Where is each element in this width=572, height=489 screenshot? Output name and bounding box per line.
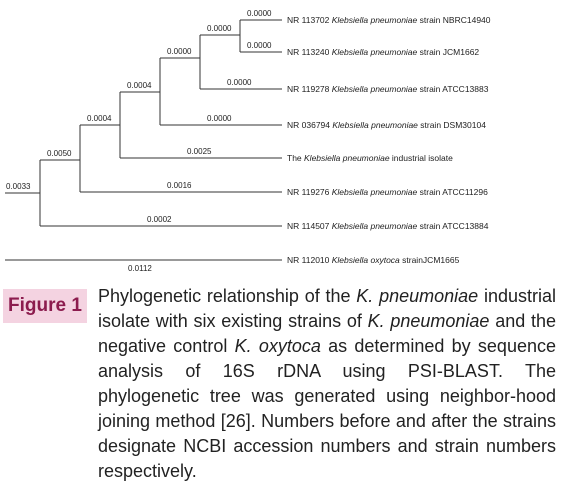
figure-label: Figure 1 [3,289,87,323]
branch-length-c5: 0.0050 [47,149,72,158]
branch-length-root: 0.0033 [6,182,31,191]
tree-branches [5,19,282,261]
branch-length-leaf-2: 0.0000 [247,41,272,50]
taxon-label: NR 114507 Klebsiella pneumoniae strain A… [287,221,489,231]
phylogenetic-tree: 0.0033 0.0050 0.0004 0.0004 0.0000 0.000… [5,9,491,273]
taxon-label: NR 119278 Klebsiella pneumoniae strain A… [287,84,489,94]
branch-length-c2: 0.0000 [167,47,192,56]
taxon-label: NR 119276 Klebsiella pneumoniae strain A… [287,187,488,197]
branch-length-leaf-1: 0.0000 [247,9,272,18]
branch-length-c1: 0.0000 [207,24,232,33]
branch-length-c4: 0.0004 [87,114,112,123]
taxon-label-outgroup: NR 112010 Klebsiella oxytoca strainJCM16… [287,255,460,265]
branch-length-leaf-3: 0.0000 [227,78,252,87]
branch-length-leaf-7: 0.0002 [147,215,172,224]
taxon-label: NR 036794 Klebsiella pneumoniae strain D… [287,120,486,130]
branch-length-leaf-4: 0.0000 [207,114,232,123]
branch-length-c3: 0.0004 [127,81,152,90]
branch-length-leaf-5: 0.0025 [187,147,212,156]
taxon-label: The Klebsiella pneumoniae industrial iso… [287,153,453,163]
branch-length-outgroup: 0.0112 [128,264,152,273]
taxon-label: NR 113240 Klebsiella pneumoniae strain J… [287,47,479,57]
figure-caption: Phylogenetic relationship of the K. pneu… [98,286,557,481]
taxon-label: NR 113702 Klebsiella pneumoniae strain N… [287,15,491,25]
branch-length-leaf-6: 0.0016 [167,181,192,190]
